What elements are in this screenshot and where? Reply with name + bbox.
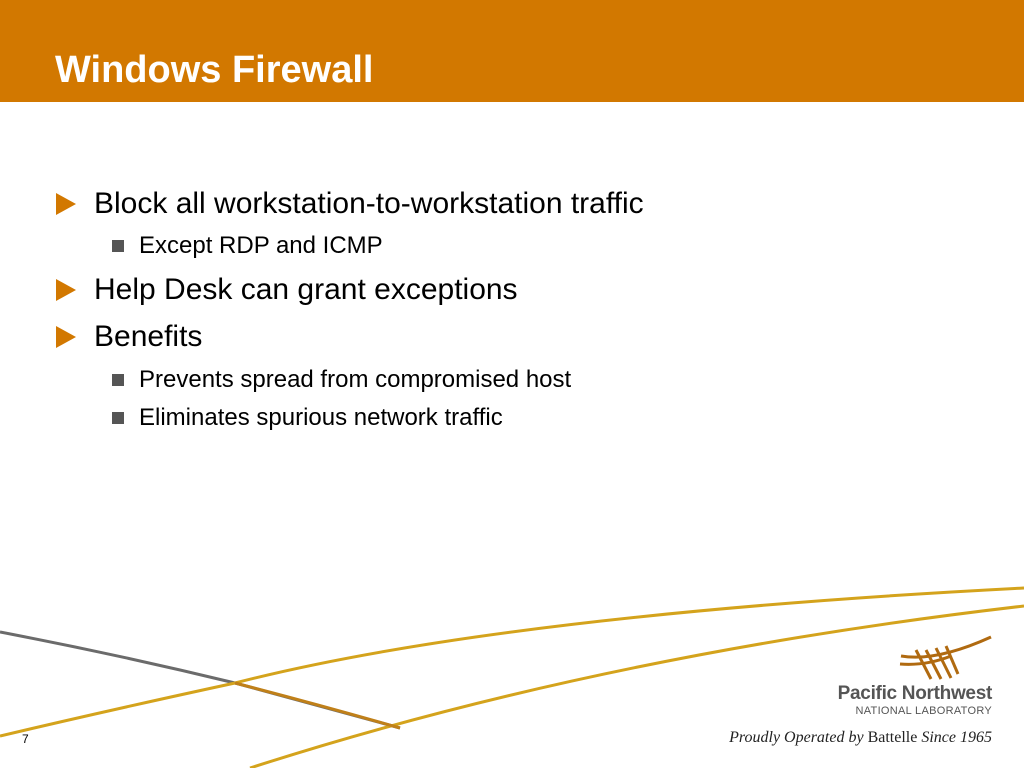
sub-bullet-text: Prevents spread from compromised host (139, 366, 572, 393)
title-bar: Windows Firewall (0, 0, 1024, 102)
gray-swoosh-line (0, 630, 401, 730)
tagline-suffix: Since 1965 (921, 729, 992, 746)
bullet-text: Benefits (94, 320, 203, 353)
bullet-item: Benefits (56, 319, 202, 355)
decorative-swoosh (0, 586, 1024, 768)
bullet-item: Help Desk can grant exceptions (56, 272, 518, 308)
square-bullet-icon (112, 412, 124, 424)
gold-swoosh-line (234, 586, 1024, 685)
tagline-prefix: Proudly Operated by (729, 729, 864, 746)
bullet-text: Help Desk can grant exceptions (94, 273, 518, 306)
tagline-brand: Battelle (867, 729, 918, 746)
slide-title: Windows Firewall (55, 49, 374, 91)
slide-content: Block all workstation-to-workstation tra… (56, 186, 644, 433)
square-bullet-icon (112, 240, 124, 252)
square-bullet-icon (112, 374, 124, 386)
sub-bullet-text: Eliminates spurious network traffic (139, 404, 503, 431)
pnnl-logo-icon (899, 635, 992, 680)
triangle-bullet-icon (56, 193, 76, 215)
sub-bullet-text: Except RDP and ICMP (139, 232, 383, 259)
bullet-item: Block all workstation-to-workstation tra… (56, 186, 644, 222)
triangle-bullet-icon (56, 326, 76, 348)
sub-bullet-item: Prevents spread from compromised host (112, 365, 571, 395)
bullet-text: Block all workstation-to-workstation tra… (94, 187, 644, 220)
logo-name: Pacific Northwest (837, 683, 993, 704)
triangle-bullet-icon (56, 279, 76, 301)
slide-number: 7 (22, 732, 29, 746)
logo-subtitle: NATIONAL LABORATORY (855, 705, 992, 717)
sub-bullet-item: Eliminates spurious network traffic (112, 403, 503, 433)
gold-swoosh-line-lower (249, 604, 1024, 768)
sub-bullet-item: Except RDP and ICMP (112, 231, 383, 261)
tagline: Proudly Operated by Battelle Since 1965 (700, 729, 992, 747)
gold-swoosh-line-left (0, 681, 236, 738)
orange-swoosh-segment (234, 681, 401, 730)
